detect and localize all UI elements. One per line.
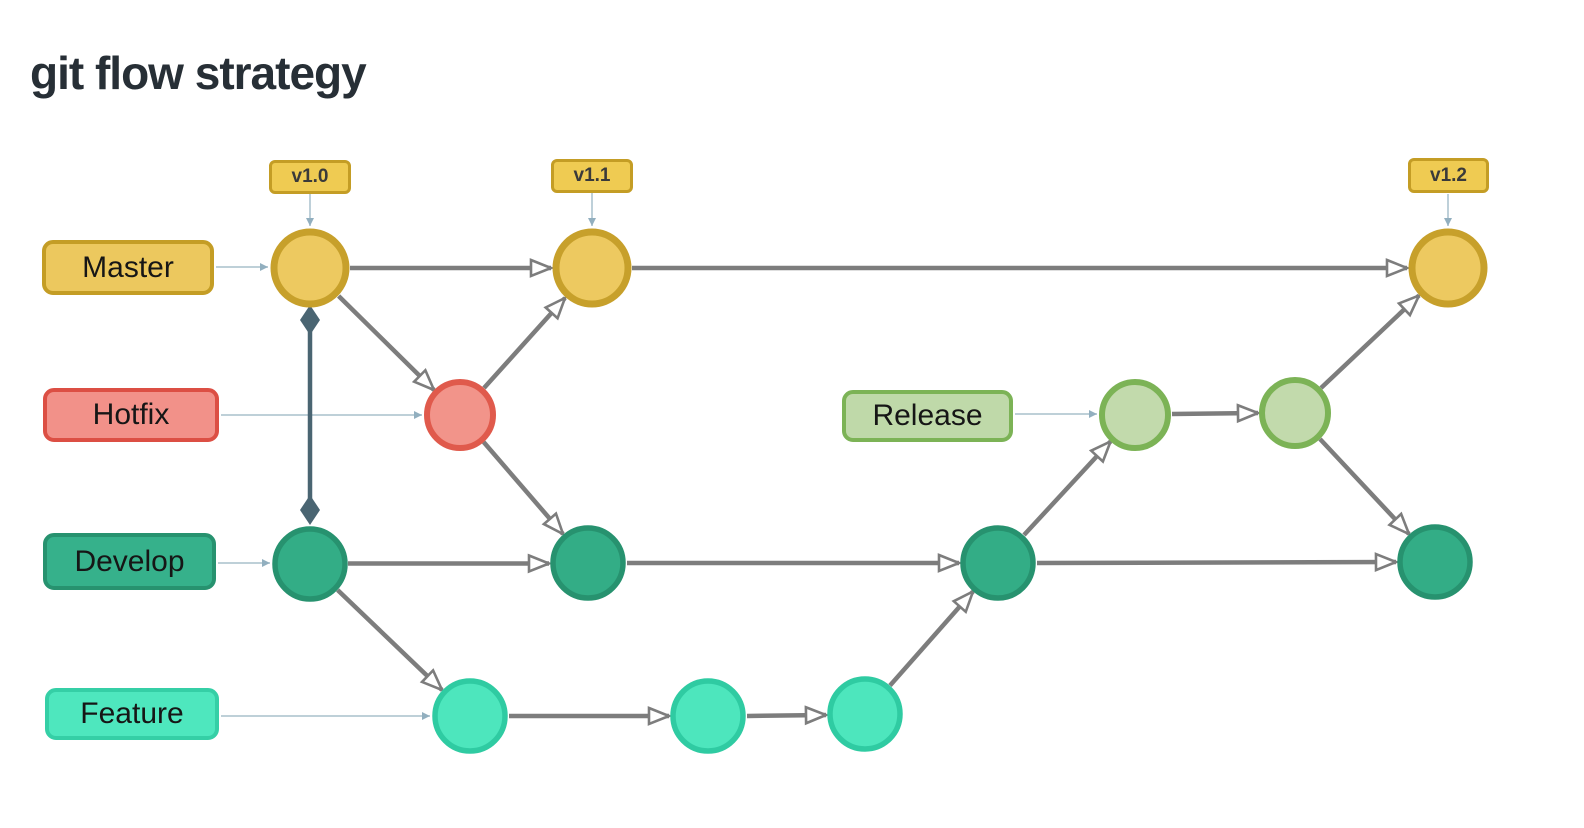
edge-hotfix1-master2 xyxy=(482,295,568,390)
branch-label-release: Release xyxy=(842,390,1013,442)
commit-master-2 xyxy=(552,228,632,308)
commit-master-3 xyxy=(1408,228,1488,308)
edge-release1-release2 xyxy=(1171,403,1262,424)
page-title: git flow strategy xyxy=(30,47,367,99)
branch-label-develop: Develop xyxy=(43,533,216,590)
version-tag-v1-1: v1.1 xyxy=(551,159,633,193)
commit-develop-2 xyxy=(550,525,626,601)
commit-develop-3 xyxy=(960,525,1036,601)
branch-label-hotfix: Hotfix xyxy=(43,388,219,442)
commit-develop-4 xyxy=(1397,524,1473,600)
edge-release2-master3 xyxy=(1319,293,1422,390)
version-tag-v1-0: v1.0 xyxy=(269,160,351,194)
diamond-connector-bottom xyxy=(300,495,320,525)
commit-feature-3 xyxy=(827,676,903,752)
commit-release-1 xyxy=(1099,379,1171,451)
commit-release-2 xyxy=(1259,377,1331,449)
branch-label-master: Master xyxy=(42,240,214,295)
edge-hotfix1-develop2 xyxy=(481,440,566,537)
edge-release2-develop4 xyxy=(1318,437,1412,537)
edge-master1-hotfix1 xyxy=(337,294,437,393)
branch-label-feature: Feature xyxy=(45,688,219,740)
commit-feature-2 xyxy=(670,678,746,754)
commit-develop-1 xyxy=(272,526,348,602)
edge-develop3-develop4 xyxy=(1036,552,1400,572)
edge-feature2-feature3 xyxy=(746,705,830,726)
version-tag-v1-2: v1.2 xyxy=(1408,158,1489,193)
commit-hotfix-1 xyxy=(424,379,496,451)
commit-master-1 xyxy=(270,228,350,308)
commit-feature-1 xyxy=(432,678,508,754)
diamond-connector-top xyxy=(300,305,320,335)
edge-develop3-release1 xyxy=(1022,438,1113,537)
edge-develop1-feature1 xyxy=(336,588,445,693)
edge-feature3-develop3 xyxy=(888,588,976,687)
